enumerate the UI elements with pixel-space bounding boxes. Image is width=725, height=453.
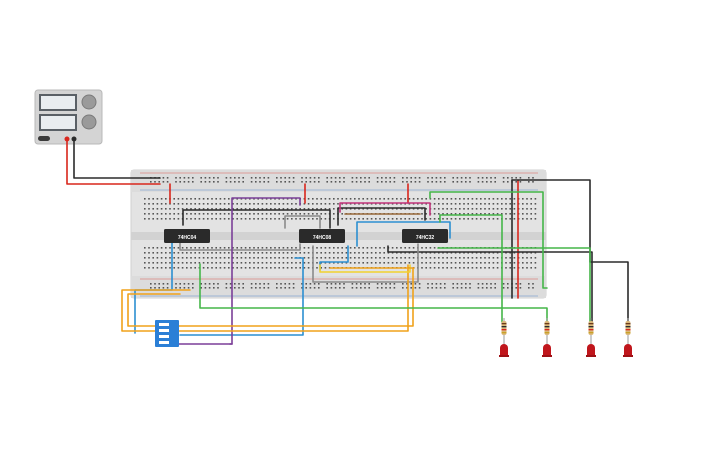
power-supply[interactable] bbox=[34, 89, 103, 145]
resistor-band bbox=[588, 326, 594, 328]
switch-toggle-2[interactable] bbox=[159, 329, 169, 332]
wire-gray-1 bbox=[179, 239, 301, 251]
resistor-band bbox=[501, 329, 507, 331]
resistor-band bbox=[625, 329, 631, 331]
red-led[interactable] bbox=[543, 344, 551, 356]
switch-toggle-1[interactable] bbox=[159, 323, 169, 326]
red-led[interactable] bbox=[500, 344, 508, 356]
wire-green-4 bbox=[437, 247, 591, 323]
resistor-band bbox=[501, 326, 507, 328]
chip-74hc08[interactable]: 74HC08 bbox=[299, 229, 345, 243]
led-rim bbox=[499, 355, 509, 357]
output-4[interactable] bbox=[623, 318, 633, 357]
chip-74hc04[interactable]: 74HC04 bbox=[164, 229, 210, 243]
top-power-rail bbox=[131, 170, 546, 192]
power-switch[interactable] bbox=[38, 136, 50, 141]
bottom-power-rail bbox=[131, 276, 546, 298]
led-rim bbox=[586, 355, 596, 357]
switch-toggle-4[interactable] bbox=[159, 341, 169, 344]
red-led[interactable] bbox=[587, 344, 595, 356]
wire-black-ground bbox=[73, 138, 161, 179]
breadboard-holes bbox=[144, 177, 537, 289]
resistor-band bbox=[588, 323, 594, 325]
resistor[interactable] bbox=[501, 321, 507, 335]
chip-label: 74HC08 bbox=[313, 235, 332, 241]
power-supply-display-top-screen bbox=[41, 96, 75, 109]
resistor[interactable] bbox=[544, 321, 550, 335]
wire-black-1 bbox=[182, 209, 331, 229]
resistor-band bbox=[501, 332, 507, 334]
output-leds bbox=[499, 318, 633, 357]
wire-gray-2 bbox=[284, 215, 321, 229]
wire-green-3 bbox=[439, 214, 503, 323]
wire-magenta bbox=[339, 202, 431, 216]
chip-label: 74HC04 bbox=[178, 235, 197, 241]
wire-red-power bbox=[66, 138, 161, 185]
wire-green-2 bbox=[429, 191, 548, 289]
resistor[interactable] bbox=[588, 321, 594, 335]
output-2[interactable] bbox=[542, 318, 552, 357]
resistor-band bbox=[544, 329, 550, 331]
resistor-band bbox=[625, 326, 631, 328]
resistor-band bbox=[588, 332, 594, 334]
led-rim bbox=[623, 355, 633, 357]
resistor[interactable] bbox=[625, 321, 631, 335]
wire-black-2 bbox=[337, 207, 426, 226]
chip-74hc32[interactable]: 74HC32 bbox=[402, 229, 448, 243]
resistor-band bbox=[625, 332, 631, 334]
output-1[interactable] bbox=[499, 318, 509, 357]
wire-blue-3 bbox=[356, 221, 451, 247]
resistor-band bbox=[544, 332, 550, 334]
wire-orange-1 bbox=[121, 264, 409, 332]
wire-blue-2 bbox=[179, 257, 304, 336]
wire-orange-2 bbox=[127, 267, 414, 327]
wire-green-1 bbox=[199, 263, 548, 323]
switch-toggle-3[interactable] bbox=[159, 335, 169, 338]
dip-switch[interactable] bbox=[155, 320, 179, 347]
chip-label: 74HC32 bbox=[416, 235, 435, 241]
led-rim bbox=[542, 355, 552, 357]
resistor-band bbox=[544, 323, 550, 325]
resistor-band bbox=[544, 326, 550, 328]
resistor-band bbox=[625, 323, 631, 325]
wire-gray-3 bbox=[312, 243, 419, 283]
wire-black-4 bbox=[387, 245, 593, 323]
voltage-knob[interactable] bbox=[81, 94, 97, 110]
resistor-band bbox=[501, 323, 507, 325]
power-supply-display-bottom-screen bbox=[41, 116, 75, 129]
red-led[interactable] bbox=[624, 344, 632, 356]
output-3[interactable] bbox=[586, 318, 596, 357]
wires bbox=[66, 138, 629, 345]
resistor-band bbox=[588, 329, 594, 331]
current-knob[interactable] bbox=[81, 114, 97, 130]
